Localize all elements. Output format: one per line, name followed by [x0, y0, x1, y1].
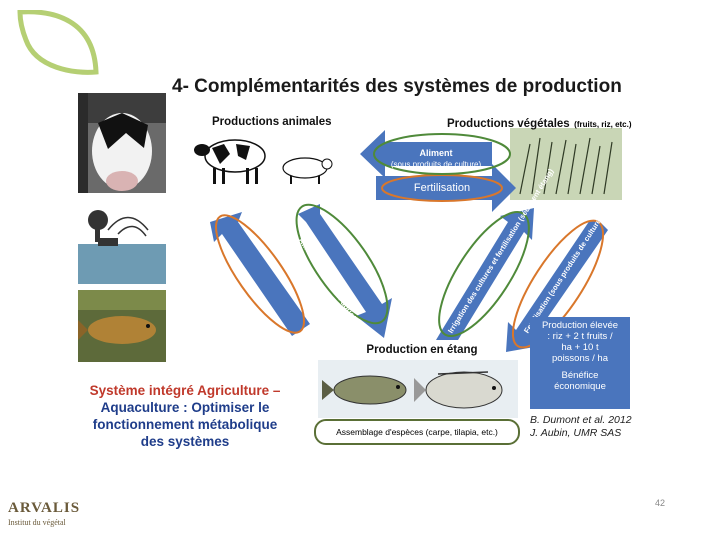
aliment-label: Aliment	[386, 148, 486, 159]
productions-vegetales-group: Productions végétales (fruits, riz, etc.…	[447, 114, 632, 132]
assemblage-especes-label: Assemblage d'espèces (carpe, tilapia, et…	[314, 419, 520, 445]
arvalis-logo-subtitle: Institut du végétal	[8, 518, 66, 527]
productions-animales-label: Productions animales	[212, 116, 332, 128]
caption-line-2: Aquaculture : Optimiser le	[75, 399, 295, 416]
leaf-decoration-icon	[14, 10, 104, 80]
production-line-3: ha + 10 t	[530, 342, 630, 353]
fish-photo	[318, 360, 518, 418]
production-line-6: économique	[530, 381, 630, 392]
cow-photo	[78, 93, 166, 193]
productions-vegetales-label: Productions végétales	[447, 118, 570, 130]
caption-line-3: fonctionnement métabolique	[75, 416, 295, 433]
aliments-aquatiques-arrow	[298, 204, 392, 338]
citation-line-1: B. Dumont et al. 2012	[530, 414, 632, 427]
fertilisation-top-label: Fertilisation	[392, 182, 492, 194]
arvalis-logo: ARVALIS	[8, 500, 80, 517]
production-line-4: poissons / ha	[530, 353, 630, 364]
page-number: 42	[655, 498, 665, 508]
caption-line-4: des systèmes	[75, 433, 295, 450]
carp-photo	[78, 290, 166, 362]
production-etang-label: Production en étang	[312, 344, 532, 356]
aliment-label-group: Aliment (sous produits de culture)	[386, 148, 486, 170]
system-caption: Système intégré Agriculture – Aquacultur…	[75, 382, 295, 450]
production-line-1: Production élevée	[530, 320, 630, 331]
productions-vegetales-note: (fruits, riz, etc.)	[574, 120, 631, 129]
pond-schema-thumbnail	[78, 200, 166, 284]
caption-line-1: Système intégré Agriculture –	[75, 382, 295, 399]
production-elevee-box: Production élevée : riz + 2 t fruits / h…	[530, 317, 630, 409]
citation: B. Dumont et al. 2012 J. Aubin, UMR SAS	[530, 414, 632, 440]
citation-line-2: J. Aubin, UMR SAS	[530, 427, 632, 440]
production-line-5: Bénéfice	[530, 370, 630, 381]
production-line-2: : riz + 2 t fruits /	[530, 331, 630, 342]
slide-title: 4- Complémentarités des systèmes de prod…	[172, 76, 622, 98]
aliment-sub-label: (sous produits de culture)	[386, 159, 486, 170]
